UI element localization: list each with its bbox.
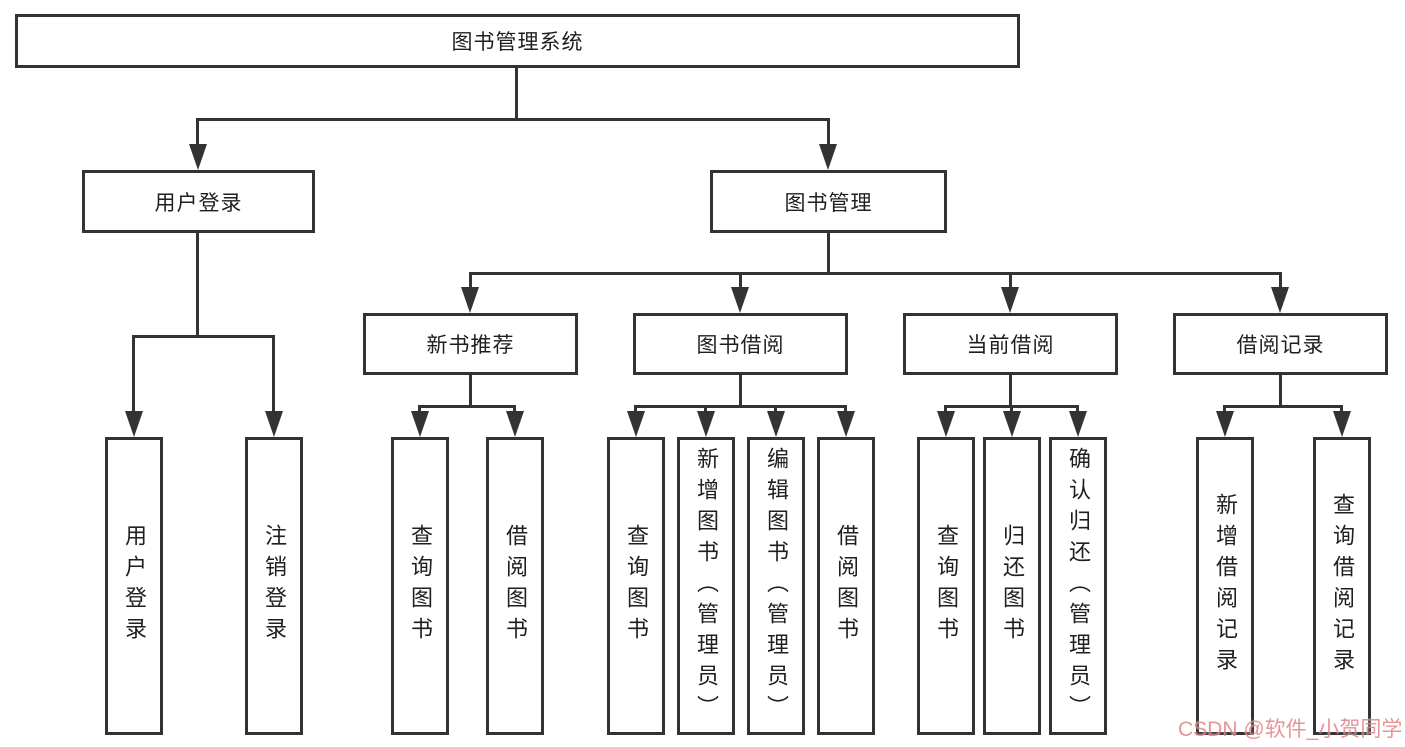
connector-drop-leaf-login [132,335,135,413]
connector-root-stub [515,68,518,121]
arrow-down-icon [697,411,715,437]
leaf-label: 查询图书 [408,524,433,648]
arrow-down-icon [506,411,524,437]
leaf-user-login: 用户登录 [105,437,163,735]
leaf-edit-books-admin: 编辑图书（管理员） [747,437,805,735]
connector-user-login-stub [196,233,199,335]
node-label: 新书推荐 [426,334,515,357]
connector-drop [1340,405,1343,413]
connector-user-login-bar [132,335,275,338]
connector-drop-new-book [469,272,472,287]
node-label: 当前借阅 [966,334,1055,357]
connector-drop-user-login [196,118,199,146]
arrow-down-icon [1271,287,1289,313]
leaf-return-books: 归还图书 [983,437,1041,735]
leaf-label: 查询借阅记录 [1330,493,1355,679]
connector-borrow-records-bar [1223,405,1343,408]
arrow-down-icon [1001,287,1019,313]
arrow-down-icon [819,144,837,170]
arrow-down-icon [1216,411,1234,437]
leaf-borrow-books-recommend: 借阅图书 [486,437,544,735]
connector-drop-current-borrow [1009,272,1012,287]
leaf-label: 新增图书（管理员） [694,446,719,726]
connector-drop [844,405,847,413]
connector-drop [704,405,707,413]
arrow-down-icon [1003,411,1021,437]
arrow-down-icon [1333,411,1351,437]
connector-drop [1010,405,1013,413]
watermark: CSDN @软件_小贺同学 [1178,718,1403,741]
leaf-label: 借阅图书 [503,524,528,648]
leaf-logout: 注销登录 [245,437,303,735]
node-label: 图书管理 [784,191,873,215]
leaf-label: 编辑图书（管理员） [764,446,789,726]
connector-new-book-stub [469,375,472,405]
arrow-down-icon [731,287,749,313]
connector-new-book-bar [418,405,516,408]
arrow-down-icon [265,411,283,437]
node-label: 图书借阅 [696,334,785,357]
node-library-management-system: 图书管理系统 [15,14,1020,68]
leaf-confirm-return-admin: 确认归还（管理员） [1049,437,1107,735]
leaf-query-books-current: 查询图书 [917,437,975,735]
connector-drop-book-borrow [739,272,742,287]
leaf-label: 归还图书 [1000,524,1025,648]
connector-book-mgmt-stub [827,233,830,272]
arrow-down-icon [125,411,143,437]
arrow-down-icon [627,411,645,437]
node-user-login-branch: 用户登录 [82,170,315,233]
leaf-label: 用户登录 [122,524,147,648]
connector-drop [418,405,421,413]
connector-level3-bar [469,272,1282,275]
leaf-add-books-admin: 新增图书（管理员） [677,437,735,735]
leaf-label: 借阅图书 [834,524,859,648]
leaf-query-borrow-record: 查询借阅记录 [1313,437,1371,735]
connector-drop-borrow-records [1279,272,1282,287]
leaf-add-borrow-record: 新增借阅记录 [1196,437,1254,735]
connector-level2-bar [196,118,830,121]
connector-drop [1076,405,1079,413]
connector-drop [1223,405,1226,413]
node-book-borrowing: 图书借阅 [633,313,848,375]
connector-drop [944,405,947,413]
leaf-label: 查询图书 [624,524,649,648]
leaf-label: 注销登录 [262,524,287,648]
node-new-book-recommend: 新书推荐 [363,313,578,375]
connector-book-borrow-stub [739,375,742,405]
node-current-borrowing: 当前借阅 [903,313,1118,375]
node-borrowing-records: 借阅记录 [1173,313,1388,375]
node-label: 图书管理系统 [451,31,584,54]
connector-drop [513,405,516,413]
arrow-down-icon [937,411,955,437]
connector-current-borrow-stub [1009,375,1012,405]
connector-drop-book-mgmt [827,118,830,146]
leaf-query-books-recommend: 查询图书 [391,437,449,735]
node-book-management: 图书管理 [710,170,947,233]
leaf-label: 确认归还（管理员） [1066,446,1091,726]
node-label: 用户登录 [154,191,243,215]
connector-book-borrow-bar [634,405,847,408]
arrow-down-icon [767,411,785,437]
connector-drop [634,405,637,413]
node-label: 借阅记录 [1236,334,1325,357]
leaf-query-books-borrowing: 查询图书 [607,437,665,735]
leaf-label: 查询图书 [934,524,959,648]
arrow-down-icon [1069,411,1087,437]
arrow-down-icon [461,287,479,313]
arrow-down-icon [189,144,207,170]
connector-borrow-records-stub [1279,375,1282,405]
leaf-borrow-books-borrowing: 借阅图书 [817,437,875,735]
connector-drop-leaf-logout [272,335,275,413]
leaf-label: 新增借阅记录 [1213,493,1238,679]
connector-drop [774,405,777,413]
arrow-down-icon [837,411,855,437]
arrow-down-icon [411,411,429,437]
